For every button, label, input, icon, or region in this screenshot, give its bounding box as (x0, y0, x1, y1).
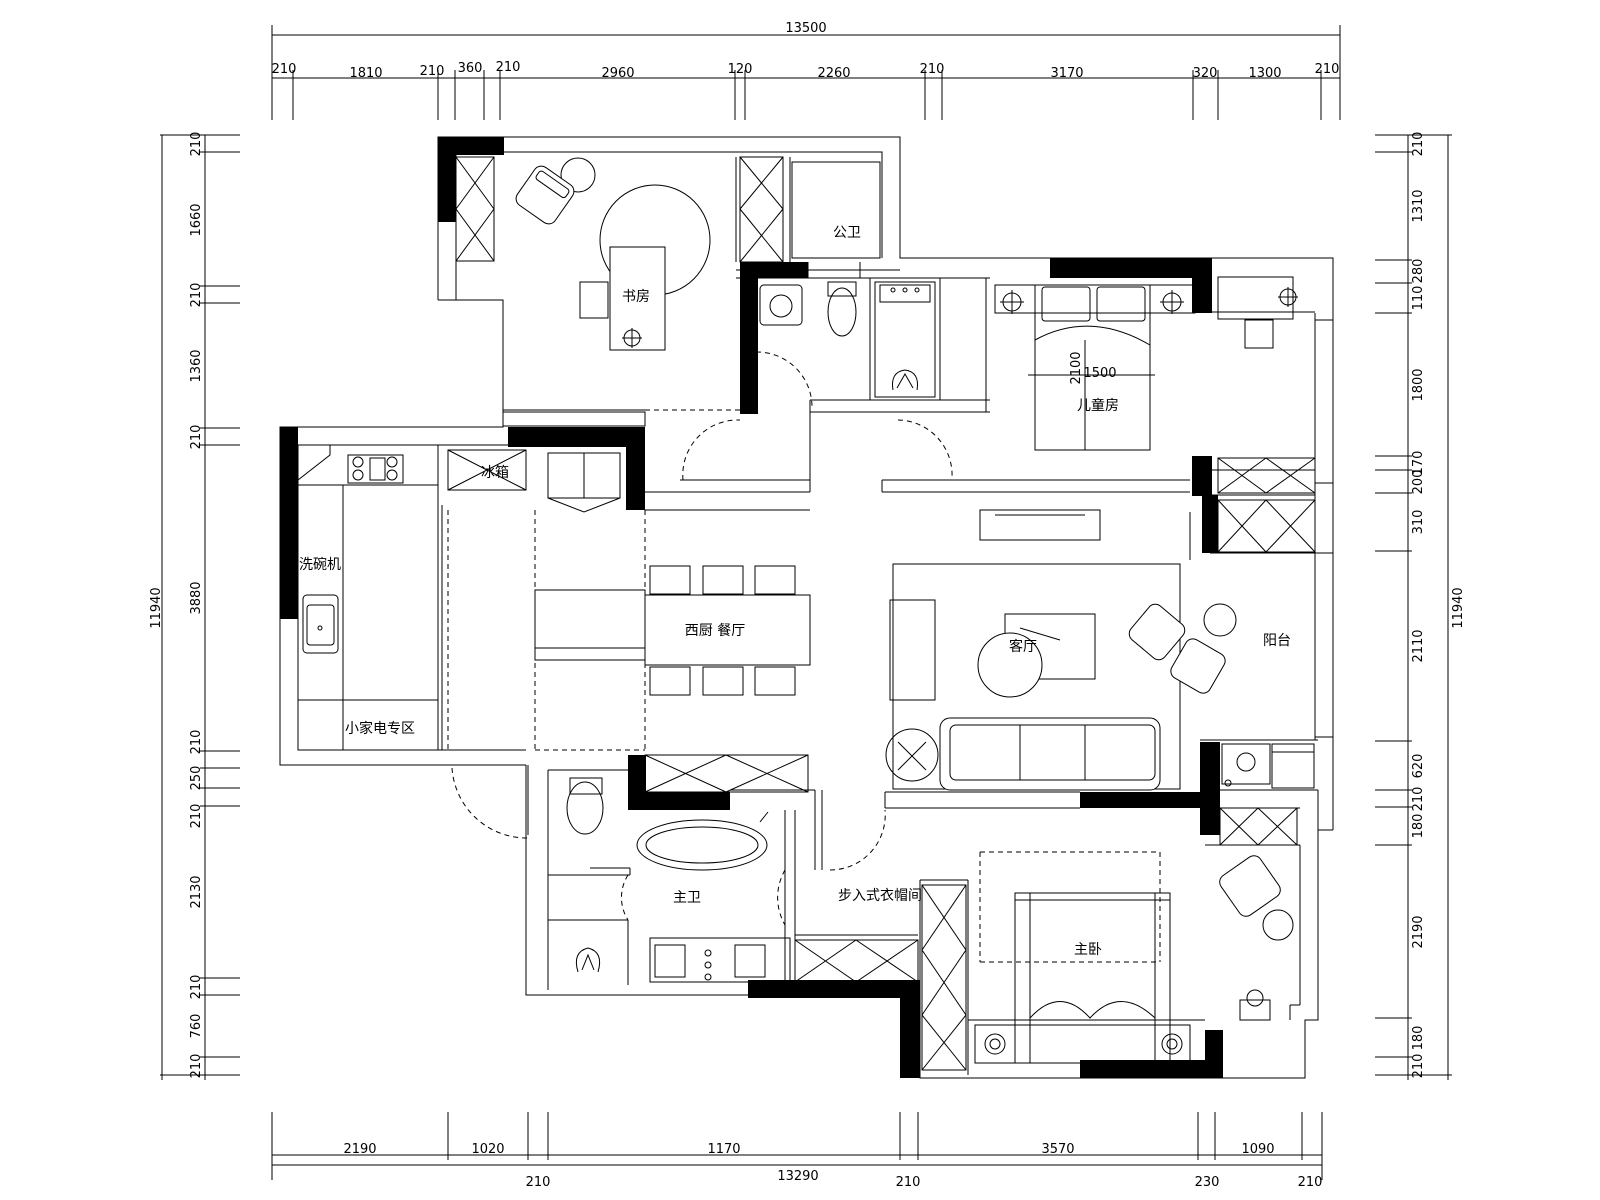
door-swings (447, 351, 1161, 963)
public-bath-fixtures (759, 281, 936, 398)
room-label-master-bath: 主卫 (673, 890, 701, 906)
cabinets (447, 156, 1316, 1071)
dim-left-seg: 2130 (189, 875, 204, 908)
room-labels: 书房 公卫 儿童房 1500 2100 冰箱 洗碗机 小家电专区 西厨 餐厅 客… (299, 225, 1291, 958)
solid-walls (280, 137, 1223, 1078)
bottom-dimension-labels: 2190 1020 1170 3570 1090 13290 210 210 2… (343, 1142, 1322, 1190)
room-label-master-bedroom: 主卧 (1074, 942, 1102, 958)
living-furniture (885, 563, 1237, 791)
dim-left-seg: 1360 (189, 349, 204, 382)
dim-right-seg: 620 (1411, 754, 1426, 779)
master-bedroom-furniture (974, 892, 1191, 1064)
bottom-dimension-lines (271, 1112, 1323, 1180)
kitchen-fixtures (297, 444, 621, 751)
dim-right-seg: 210 (1411, 787, 1426, 812)
top-dimension-lines (271, 25, 1341, 120)
room-label-dishwasher: 洗碗机 (299, 557, 341, 573)
room-label-appliance-area: 小家电专区 (345, 720, 415, 737)
dim-top-seg: 210 (496, 60, 521, 75)
bed-width-dimension: 1500 (1083, 366, 1116, 381)
dim-right-seg: 170 (1411, 451, 1426, 476)
dim-left-total: 11940 (149, 587, 164, 628)
room-label-public-bath: 公卫 (833, 225, 861, 241)
dim-right-seg: 180 (1411, 1026, 1426, 1051)
room-label-living-room: 客厅 (1009, 638, 1037, 655)
dining-furniture (534, 565, 811, 696)
dim-left-seg: 3880 (189, 581, 204, 614)
dim-right-seg: 310 (1411, 510, 1426, 535)
dim-top-seg: 210 (420, 64, 445, 79)
dim-left-seg: 760 (189, 1014, 204, 1039)
dim-bottom-seg: 230 (1195, 1175, 1220, 1190)
dim-left-seg: 210 (189, 1054, 204, 1079)
dim-bottom-seg: 210 (526, 1175, 551, 1190)
dim-bottom-seg: 210 (1298, 1175, 1323, 1190)
left-dimension-labels: 11940 210 1660 210 1360 210 3880 210 250… (149, 132, 204, 1079)
dim-top-seg: 1810 (349, 66, 382, 81)
dim-right-seg: 180 (1411, 814, 1426, 839)
dim-top-seg: 1300 (1248, 66, 1281, 81)
dim-right-seg: 210 (1411, 132, 1426, 157)
dim-bottom-seg: 3570 (1041, 1142, 1074, 1157)
room-label-kids-room: 儿童房 (1077, 397, 1119, 414)
partitions (547, 157, 1333, 1075)
dim-top-seg: 320 (1193, 66, 1218, 81)
dim-right-seg: 210 (1411, 1054, 1426, 1079)
dim-bottom-seg: 2190 (343, 1142, 376, 1157)
left-dimension-lines (160, 134, 240, 1080)
dim-top-seg: 2960 (601, 66, 634, 81)
right-dimension-lines (1375, 134, 1452, 1080)
bed-length-dimension: 2100 (1069, 351, 1084, 384)
dim-top-seg: 2260 (817, 66, 850, 81)
study-furniture (515, 157, 881, 351)
room-label-fridge: 冰箱 (481, 465, 509, 481)
dim-top-seg: 120 (728, 62, 753, 77)
dim-right-seg: 110 (1411, 286, 1426, 311)
dim-bottom-total: 13290 (777, 1169, 818, 1184)
dim-left-seg: 1660 (189, 203, 204, 236)
top-dimension-labels: 13500 210 1810 210 360 210 2960 120 2260… (272, 21, 1340, 81)
dim-left-seg: 210 (189, 283, 204, 308)
dim-right-seg: 1310 (1411, 189, 1426, 222)
dim-top-seg: 3170 (1050, 66, 1083, 81)
dim-left-seg: 210 (189, 730, 204, 755)
dim-top-seg: 210 (920, 62, 945, 77)
dim-bottom-seg: 210 (896, 1175, 921, 1190)
dim-right-seg: 280 (1411, 259, 1426, 284)
dim-left-seg: 210 (189, 804, 204, 829)
dim-right-seg: 2190 (1411, 915, 1426, 948)
dim-right-seg: 1800 (1411, 368, 1426, 401)
dim-bottom-seg: 1020 (471, 1142, 504, 1157)
dim-bottom-seg: 1090 (1241, 1142, 1274, 1157)
room-label-walk-in-closet: 步入式衣帽间 (838, 888, 922, 904)
dim-left-seg: 210 (189, 425, 204, 450)
kids-room-furniture (979, 276, 1298, 541)
room-label-study: 书房 (622, 289, 650, 305)
dim-right-seg: 2110 (1411, 629, 1426, 662)
dim-top-seg: 210 (272, 62, 297, 77)
master-bath-fixtures (566, 777, 791, 983)
dim-right-seg: 200 (1411, 470, 1426, 495)
room-label-balcony: 阳台 (1263, 633, 1291, 649)
balcony-fixtures (1219, 743, 1315, 1021)
room-label-kitchen-dining: 西厨 餐厅 (685, 623, 745, 639)
dim-top-total: 13500 (785, 21, 826, 36)
dim-top-seg: 210 (1315, 62, 1340, 77)
right-dimension-labels: 11940 210 1310 280 110 1800 170 200 310 … (1411, 132, 1466, 1079)
dim-right-total: 11940 (1451, 587, 1466, 628)
dim-left-seg: 250 (189, 766, 204, 791)
dim-left-seg: 210 (189, 132, 204, 157)
dim-top-seg: 360 (458, 61, 483, 76)
dim-left-seg: 210 (189, 975, 204, 1000)
dim-bottom-seg: 1170 (707, 1142, 740, 1157)
